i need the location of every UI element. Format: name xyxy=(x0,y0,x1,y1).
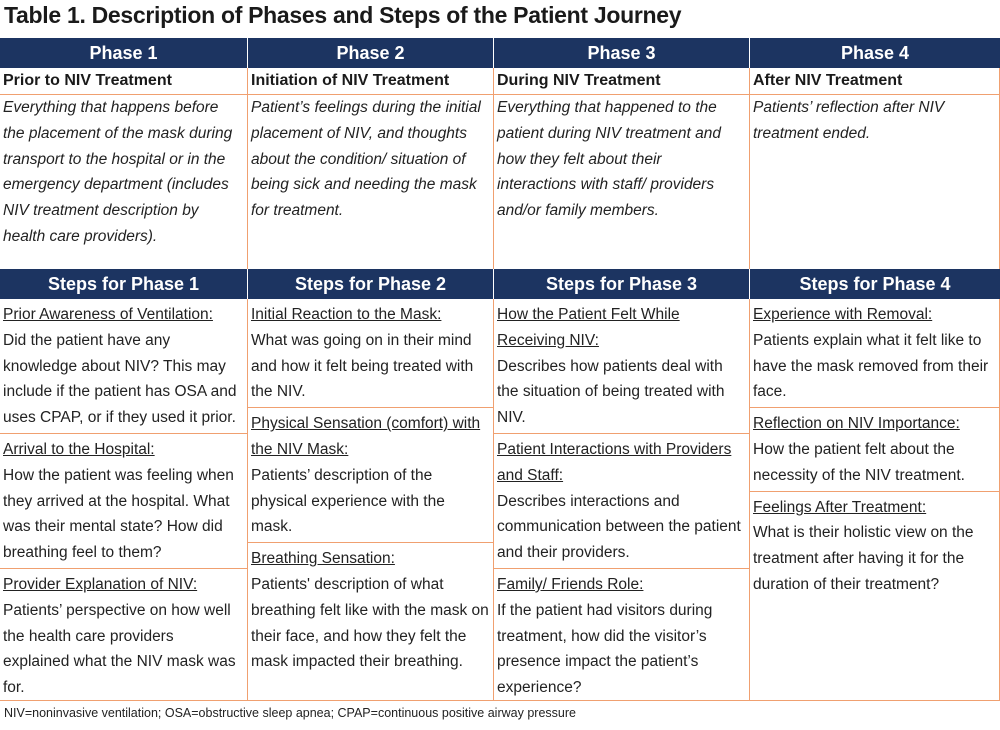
step-description: How the patient was feeling when they ar… xyxy=(3,466,234,562)
phase-header-1: Phase 1 xyxy=(89,43,158,63)
step-description: Patients explain what it felt like to ha… xyxy=(753,331,989,401)
step-title: Patient Interactions with Providers and … xyxy=(497,440,732,484)
phase-cell-2: Initiation of NIV Treatment Patient’s fe… xyxy=(247,68,493,269)
phase-name: Prior to NIV Treatment xyxy=(0,68,247,95)
step-description: What is their holistic view on the treat… xyxy=(753,524,974,593)
step-title: Provider Explanation of NIV: xyxy=(3,575,198,593)
step-title: How the Patient Felt While Receiving NIV… xyxy=(497,306,680,349)
steps-column-1: Prior Awareness of Ventilation: Did the … xyxy=(0,299,247,700)
phase-description: Patients’ reflection after NIV treatment… xyxy=(753,99,945,142)
step-title: Family/ Friends Role: xyxy=(497,575,644,593)
step: Experience with Removal: Patients explai… xyxy=(750,299,999,409)
table-bottom-rule xyxy=(0,700,1000,701)
step-title: Physical Sensation (comfort) with the NI… xyxy=(251,415,481,458)
steps-column-4: Experience with Removal: Patients explai… xyxy=(749,299,1000,700)
step-description: What was going on in their mind and how … xyxy=(251,331,474,401)
step-description: If the patient had visitors during treat… xyxy=(497,601,713,697)
phase-header-2: Phase 2 xyxy=(247,38,493,68)
step: Prior Awareness of Ventilation: Did the … xyxy=(0,299,247,434)
phase-cell-4: After NIV Treatment Patients’ reflection… xyxy=(749,68,1000,269)
phase-description: Patient’s feelings during the initial pl… xyxy=(251,99,481,220)
table-title: Table 1. Description of Phases and Steps… xyxy=(4,2,682,28)
phase-header-row: Phase 1 Phase 2 Phase 3 Phase 4 xyxy=(0,38,1000,68)
step: Patient Interactions with Providers and … xyxy=(494,434,749,569)
step-description: Did the patient have any knowledge about… xyxy=(3,331,237,427)
step-description: Patients’ description of the physical ex… xyxy=(251,466,445,536)
steps-row: Prior Awareness of Ventilation: Did the … xyxy=(0,299,1000,700)
patient-journey-table: Phase 1 Phase 2 Phase 3 Phase 4 Prior to… xyxy=(0,38,1000,700)
step: Arrival to the Hospital: How the patient… xyxy=(0,434,247,569)
steps-column-3: How the Patient Felt While Receiving NIV… xyxy=(493,299,749,700)
steps-header-1: Steps for Phase 1 xyxy=(47,274,200,294)
phase-name: After NIV Treatment xyxy=(750,68,999,95)
steps-header-2: Steps for Phase 2 xyxy=(247,269,493,299)
step-title: Feelings After Treatment: xyxy=(753,498,927,516)
steps-column-2: Initial Reaction to the Mask: What was g… xyxy=(247,299,493,700)
step: Physical Sensation (comfort) with the NI… xyxy=(248,408,493,544)
phase-name: Initiation of NIV Treatment xyxy=(248,68,493,95)
phase-description: Everything that happened to the patient … xyxy=(497,99,722,220)
phase-cell-3: During NIV Treatment Everything that hap… xyxy=(493,68,749,269)
step-title: Initial Reaction to the Mask: xyxy=(251,306,442,323)
step-title: Arrival to the Hospital: xyxy=(3,440,155,458)
step: Breathing Sensation: Patients' descripti… xyxy=(248,543,493,677)
step-description: Describes how patients deal with the sit… xyxy=(497,357,725,427)
phase-name: During NIV Treatment xyxy=(494,68,749,95)
phase-cell-1: Prior to NIV Treatment Everything that h… xyxy=(0,68,247,269)
phase-description-row: Prior to NIV Treatment Everything that h… xyxy=(0,68,1000,269)
step: Feelings After Treatment: What is their … xyxy=(750,492,999,600)
step-title: Reflection on NIV Importance: xyxy=(753,415,960,433)
steps-header-4: Steps for Phase 4 xyxy=(749,269,1000,299)
step-title: Prior Awareness of Ventilation: xyxy=(3,306,213,323)
step-title: Experience with Removal: xyxy=(753,306,933,323)
step: Provider Explanation of NIV: Patients’ p… xyxy=(0,569,247,703)
step-title: Breathing Sensation: xyxy=(251,550,395,568)
step-description: Describes interactions and communication… xyxy=(497,492,741,562)
step: Reflection on NIV Importance: How the pa… xyxy=(750,408,999,492)
table-footnote: NIV=noninvasive ventilation; OSA=obstruc… xyxy=(4,706,576,720)
step-description: How the patient felt about the necessity… xyxy=(753,440,965,484)
steps-header-3: Steps for Phase 3 xyxy=(493,269,749,299)
phase-header-3: Phase 3 xyxy=(493,38,749,68)
step: Initial Reaction to the Mask: What was g… xyxy=(248,299,493,409)
phase-description: Everything that happens before the place… xyxy=(3,99,233,245)
step-description: Patients' description of what breathing … xyxy=(251,575,489,671)
phase-header-4: Phase 4 xyxy=(749,38,1000,68)
step: Family/ Friends Role: If the patient had… xyxy=(494,569,749,703)
step: How the Patient Felt While Receiving NIV… xyxy=(494,299,749,434)
steps-header-row: Steps for Phase 1 Steps for Phase 2 Step… xyxy=(0,269,1000,299)
step-description: Patients’ perspective on how well the he… xyxy=(3,601,236,697)
